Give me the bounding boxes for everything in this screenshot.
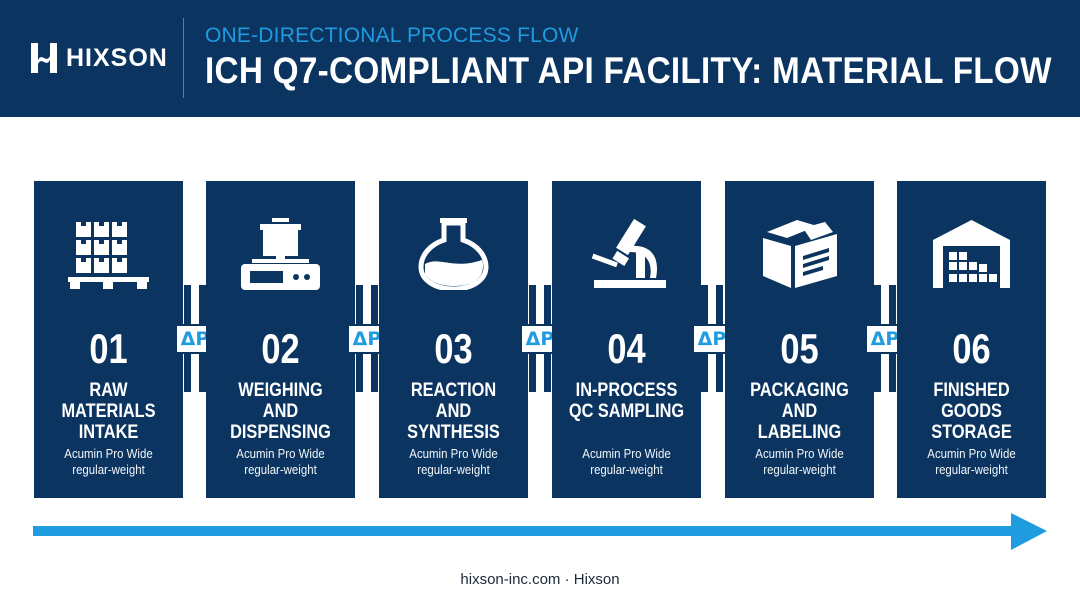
step-number: 06	[952, 325, 991, 372]
step-note: Acumin Pro Wide regular-weight	[64, 446, 153, 477]
step-number: 05	[780, 325, 819, 372]
step-raw-materials-intake: 01 RAW MATERIALS INTAKE Acumin Pro Wide …	[34, 181, 183, 498]
step-label: RAW MATERIALS INTAKE	[61, 380, 156, 443]
brand-name: HIXSON	[66, 43, 168, 72]
step-finished-goods-storage: 06 FINISHED GOODS STORAGE Acumin Pro Wid…	[897, 181, 1046, 498]
step-note: Acumin Pro Wide regular-weight	[236, 446, 325, 477]
flow-direction-arrow-icon	[33, 513, 1047, 550]
step-number: 01	[89, 325, 128, 372]
hixson-logo-icon	[31, 43, 57, 73]
warehouse-icon	[931, 218, 1012, 290]
page-subtitle: ONE-DIRECTIONAL PROCESS FLOW	[205, 24, 579, 47]
header-divider	[183, 18, 184, 98]
step-label: PACKAGING AND LABELING	[750, 380, 849, 443]
step-note: Acumin Pro Wide regular-weight	[582, 446, 671, 477]
step-reaction-and-synthesis: 03 REACTION AND SYNTHESIS Acumin Pro Wid…	[379, 181, 528, 498]
page-title: ICH Q7-COMPLIANT API FACILITY: MATERIAL …	[205, 50, 1052, 91]
scale-icon	[240, 218, 321, 290]
step-note: Acumin Pro Wide regular-weight	[409, 446, 498, 477]
step-weighing-and-dispensing: 02 WEIGHING AND DISPENSING Acumin Pro Wi…	[206, 181, 355, 498]
step-note: Acumin Pro Wide regular-weight	[755, 446, 844, 477]
flask-icon	[413, 218, 494, 290]
header-banner: HIXSON ONE-DIRECTIONAL PROCESS FLOW ICH …	[0, 0, 1080, 117]
step-label: WEIGHING AND DISPENSING	[230, 380, 331, 443]
step-number: 03	[434, 325, 473, 372]
package-icon	[759, 218, 840, 290]
step-note: Acumin Pro Wide regular-weight	[927, 446, 1016, 477]
step-label: REACTION AND SYNTHESIS	[407, 380, 500, 443]
step-label: IN-PROCESS QC SAMPLING	[568, 380, 685, 422]
step-label: FINISHED GOODS STORAGE	[931, 380, 1012, 443]
step-in-process-qc-sampling: 04 IN-PROCESS QC SAMPLING Acumin Pro Wid…	[552, 181, 701, 498]
brand-logo: HIXSON	[30, 38, 168, 78]
microscope-icon	[586, 218, 667, 290]
step-number: 04	[607, 325, 646, 372]
footer-credit: hixson-inc.com · Hixson	[460, 571, 620, 588]
step-number: 02	[261, 325, 300, 372]
pallet-boxes-icon	[68, 218, 149, 290]
step-packaging-and-labeling: 05 PACKAGING AND LABELING Acumin Pro Wid…	[725, 181, 874, 498]
